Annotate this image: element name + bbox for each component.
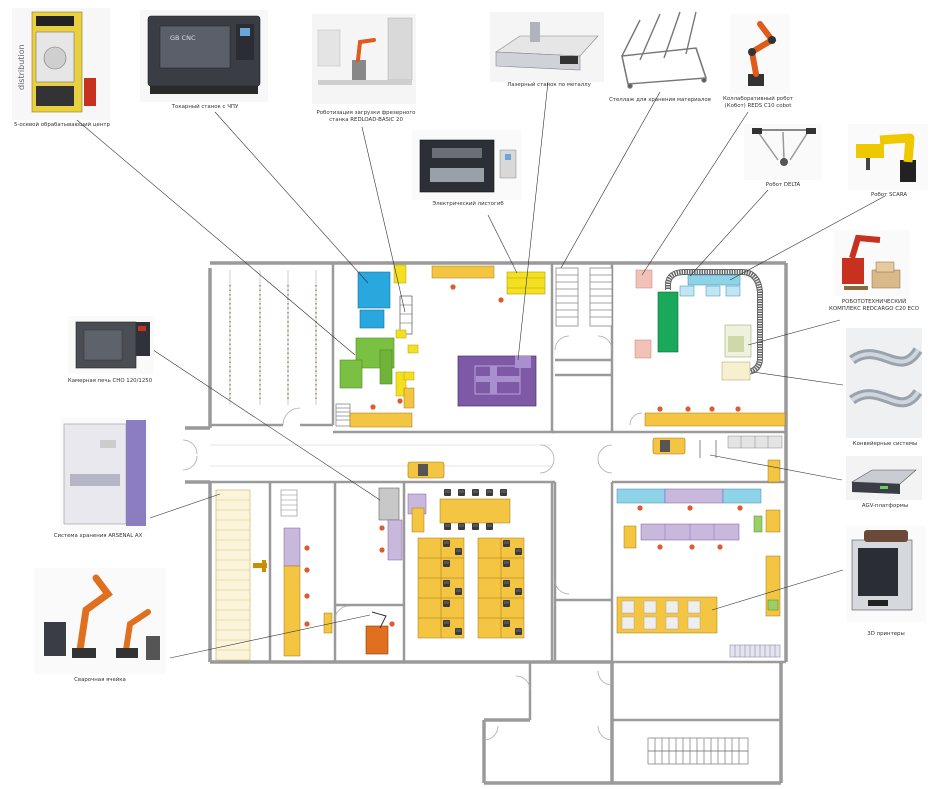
leader-cnc5 [64,109,356,356]
leader-lines [64,81,886,659]
leader-storage [149,493,221,519]
machining-room [339,264,546,428]
photo-cnc5: distribution [12,8,110,120]
stairs-small [335,403,351,427]
classroom [407,489,525,639]
stairs-lower [647,737,749,765]
label-agv: AGV-платформы [861,503,909,509]
photo-cobot [730,14,790,94]
cnc-brand-text: distribution [17,44,26,90]
robotics-room [634,269,786,427]
photo-printer3d [846,526,926,622]
leader-robo-milling [361,126,406,313]
leader-delta [689,189,769,277]
leader-laser [517,81,549,361]
lathe-badge-text: GB CNC [170,34,196,42]
leader-printer3d [711,569,844,611]
lab-room [283,487,403,657]
leader-furnace [134,337,381,501]
label-laser: Лазерный станок по металлу [507,82,591,88]
exterior-walls [185,261,788,785]
photo-press-brake [412,130,522,200]
label-cobot: Коллаборативный робот (Кобот) REDS C10 c… [723,96,793,109]
photo-scara [848,124,928,190]
photo-furnace [68,316,154,374]
label-robo-milling: Роботизация загрузки фрезерного станка R… [316,110,416,123]
label-palletizer: РОБОТОТЕХНИЧЕСКИЙ КОМПЛЕКС REDCARGO C20 … [829,299,919,312]
photo-laser [490,12,604,82]
photo-agv [846,456,922,500]
door-swings [182,335,643,741]
leader-welding [169,614,371,659]
leader-palletizer [747,319,841,346]
photo-delta [744,124,822,180]
label-scara: Робот SCARA [870,192,908,198]
photo-robo-milling [312,14,416,104]
photo-lathe: GB CNC [140,10,268,102]
stairs-upper [555,267,613,327]
label-press-brake: Электрический листогиб [432,201,504,207]
photo-welding [34,568,166,674]
label-welding: Сварочная ячейка [74,677,126,683]
label-furnace: Камерная печь СНО 120/1250 [67,378,153,384]
photo-palletizer [834,230,910,296]
floor-plan [182,261,788,785]
label-delta: Робот DELTA [765,182,801,188]
electronics-room [616,488,781,658]
material-racks-area [229,285,317,400]
label-rack: Стеллаж для хранения материалов [609,97,711,103]
photo-rack [621,11,707,89]
leader-rack [560,91,661,269]
corridor-items [407,435,783,483]
leader-conveyor [752,371,844,386]
photo-conveyor [846,328,923,438]
storage-system-zone [215,489,298,661]
label-cnc5: 5-осевой обрабатывающий центр [14,122,110,128]
leader-lathe [214,111,369,284]
label-printer3d: 3D принтеры [867,631,905,637]
photo-storage [60,418,150,530]
leader-cobot [641,111,749,276]
interior-walls [210,263,786,722]
label-conveyor: Конвейерные системы [852,441,918,447]
leader-scara [729,195,886,281]
label-lathe: Токарный станок с ЧПУ [171,104,239,110]
label-storage: Система хранения ARSENAL AX [53,533,143,539]
leader-press-brake [487,214,518,274]
leader-agv [709,454,843,481]
